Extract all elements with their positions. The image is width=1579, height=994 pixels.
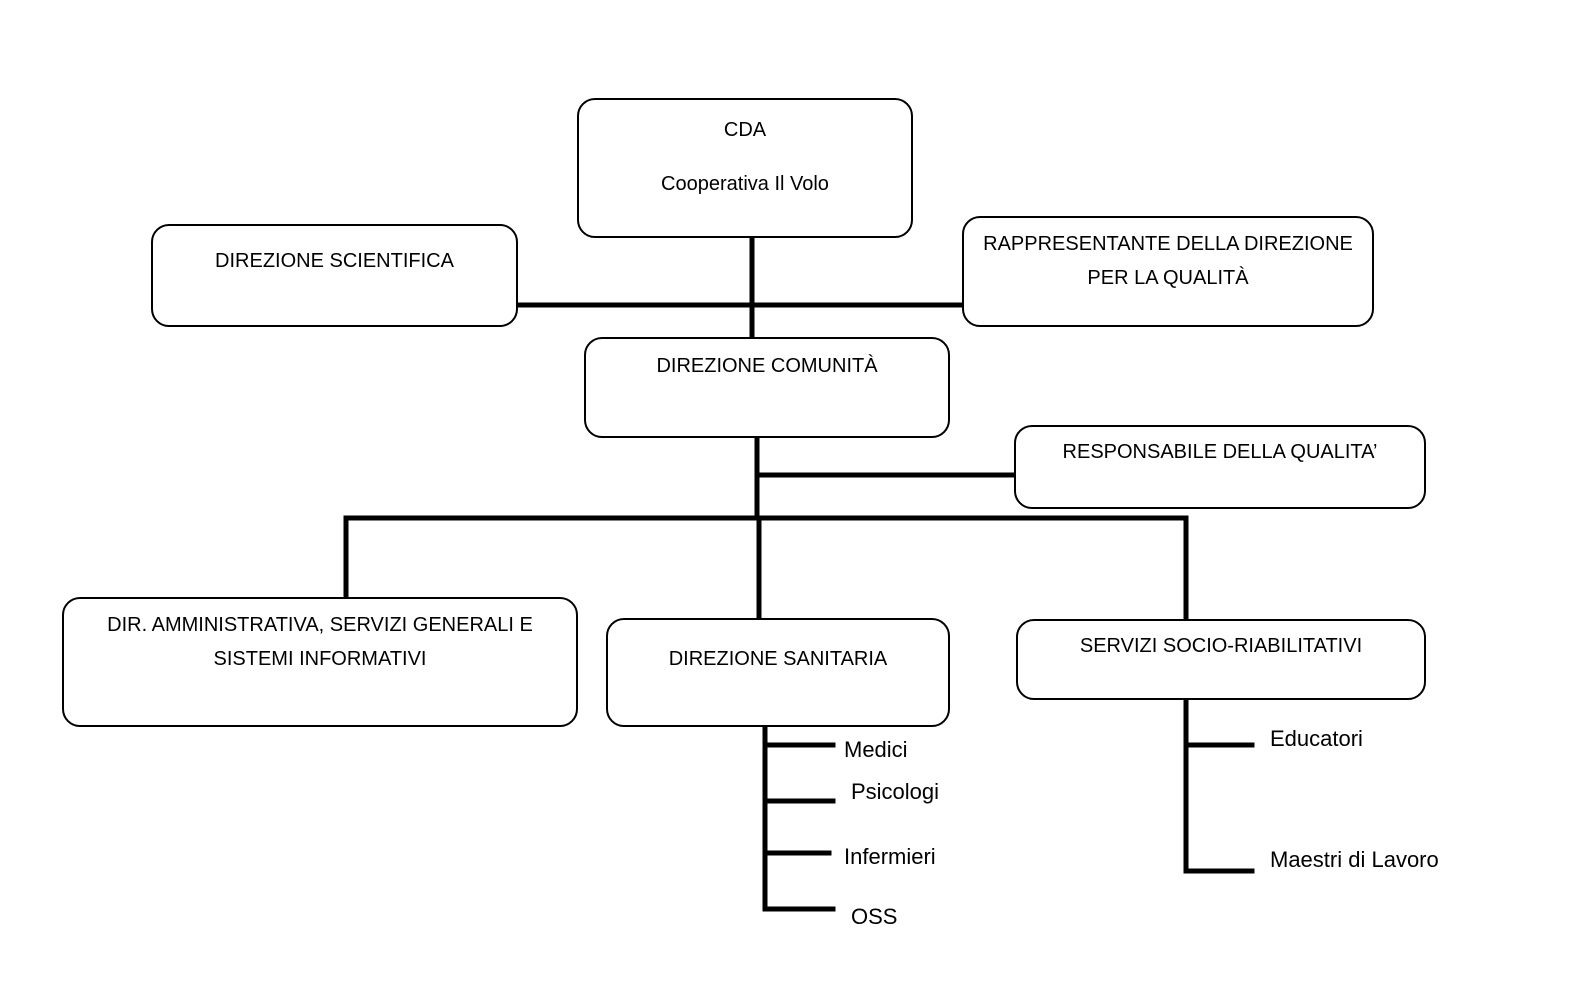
dir-amministrativa-line-1: DIR. AMMINISTRATIVA, SERVIZI GENERALI E xyxy=(107,614,533,636)
staff-educatori: Educatori xyxy=(1270,726,1363,751)
box-rappresentante-qualita: RAPPRESENTANTE DELLA DIREZIONE PER LA QU… xyxy=(962,216,1374,327)
staff-oss: OSS xyxy=(851,904,898,929)
staff-maestri-di-lavoro: Maestri di Lavoro xyxy=(1270,847,1439,872)
box-direzione-comunita: DIREZIONE COMUNITÀ xyxy=(584,337,950,438)
staff-psicologi: Psicologi xyxy=(851,779,940,804)
cda-title: CDA xyxy=(723,119,767,141)
dir-amministrativa-line-2: SISTEMI INFORMATIVI xyxy=(213,648,427,670)
direzione-sanitaria-label: DIREZIONE SANITARIA xyxy=(668,648,888,670)
servizi-socio-label: SERVIZI SOCIO-RIABILITATIVI xyxy=(1079,635,1363,657)
box-servizi-socio-riabilitativi: SERVIZI SOCIO-RIABILITATIVI xyxy=(1016,619,1426,700)
direzione-comunita-label: DIREZIONE COMUNITÀ xyxy=(656,355,878,377)
rappresentante-line-1: RAPPRESENTANTE DELLA DIREZIONE xyxy=(983,233,1353,255)
direzione-scientifica-label: DIREZIONE SCIENTIFICA xyxy=(215,250,454,272)
box-direzione-scientifica: DIREZIONE SCIENTIFICA xyxy=(151,224,518,327)
staff-medici: Medici xyxy=(844,737,908,762)
rappresentante-line-2: PER LA QUALITÀ xyxy=(1087,267,1249,289)
responsabile-qualita-label: RESPONSABILE DELLA QUALITA’ xyxy=(1062,441,1378,463)
box-responsabile-qualita: RESPONSABILE DELLA QUALITA’ xyxy=(1014,425,1426,509)
box-direzione-sanitaria: DIREZIONE SANITARIA xyxy=(606,618,950,727)
staff-infermieri: Infermieri xyxy=(844,844,936,869)
box-cda: CDA Cooperativa Il Volo xyxy=(577,98,913,238)
box-dir-amministrativa: DIR. AMMINISTRATIVA, SERVIZI GENERALI E … xyxy=(62,597,578,727)
cda-subtitle: Cooperativa Il Volo xyxy=(661,173,829,195)
